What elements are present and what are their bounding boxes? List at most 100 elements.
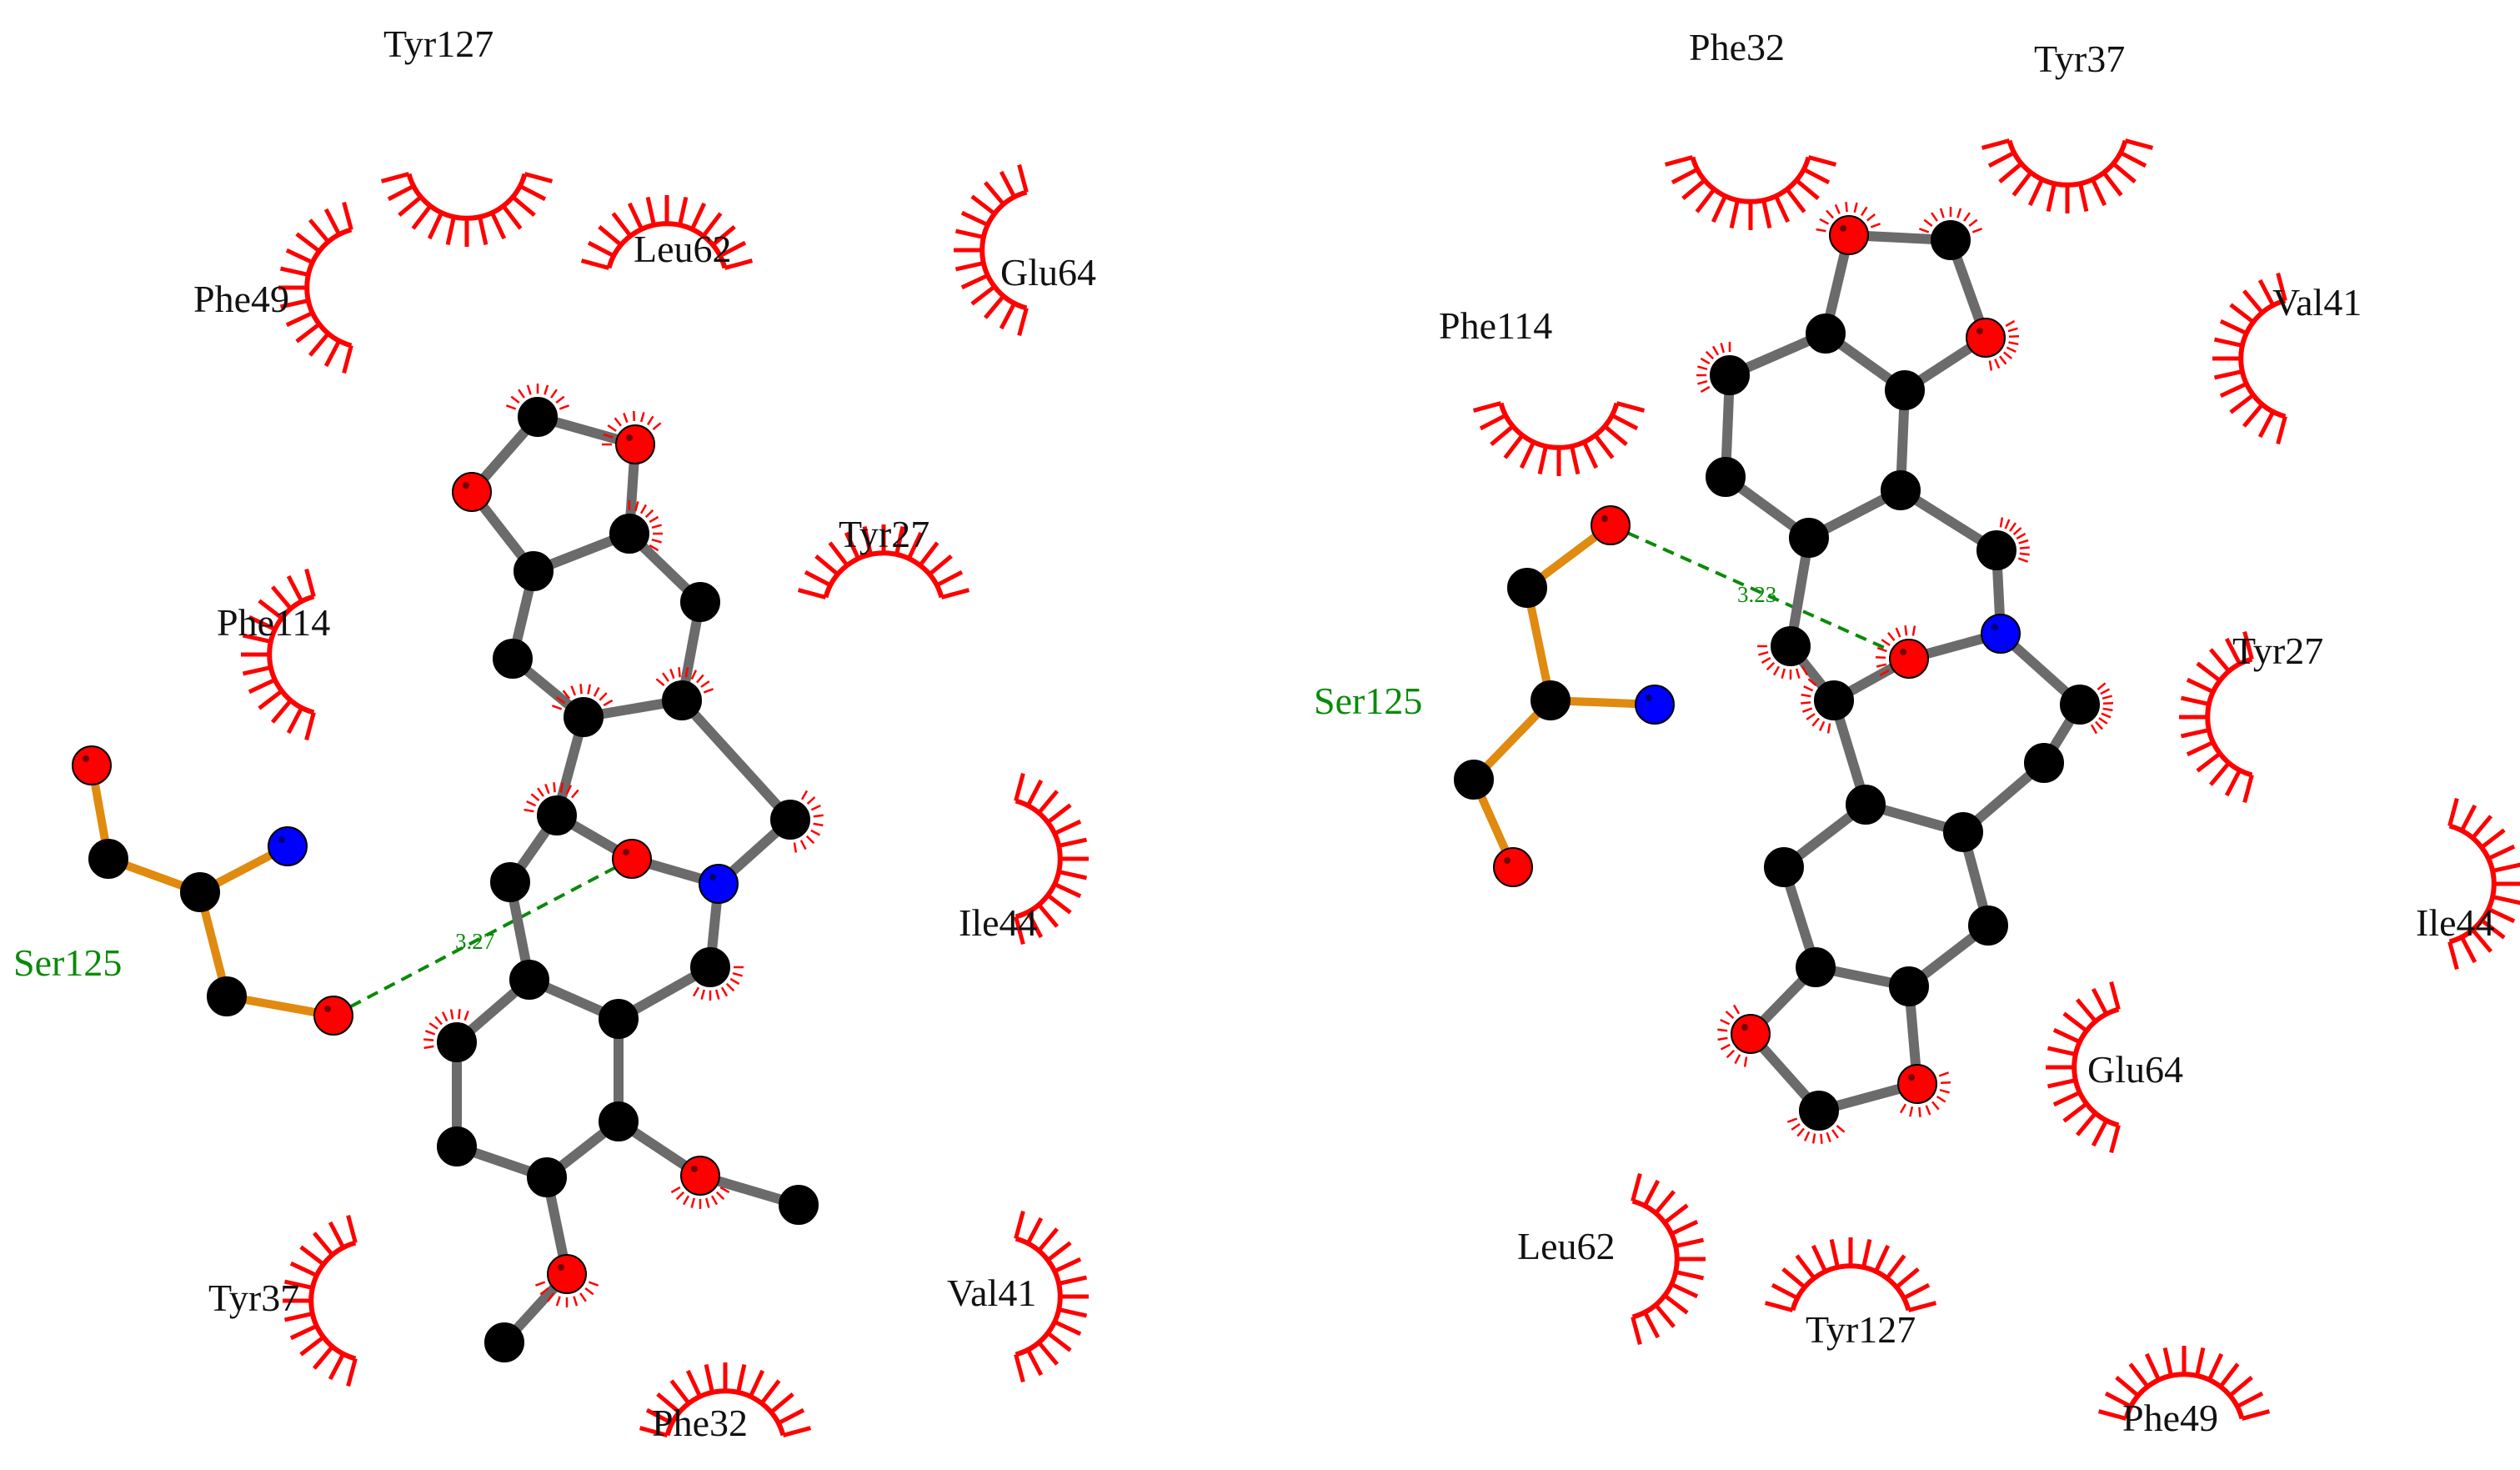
arc-spoke — [983, 181, 1005, 206]
arc-spoke — [1570, 445, 1581, 475]
atom-highlight — [448, 1032, 454, 1039]
spike — [2094, 720, 2103, 730]
arc-spoke — [323, 339, 342, 368]
spike — [623, 412, 629, 424]
bond — [677, 695, 795, 825]
carbon-atom — [662, 680, 702, 720]
hydrophobic-contact-arc — [241, 568, 316, 741]
spike — [710, 1195, 719, 1206]
spike — [1796, 1127, 1805, 1137]
spike — [813, 814, 824, 818]
atom-highlight — [1896, 380, 1902, 387]
arc-spoke — [1671, 1282, 1699, 1299]
spike — [1781, 668, 1786, 679]
hydrophobic-contact-arc — [2046, 981, 2121, 1154]
residue-label-tyr127: Tyr127 — [383, 23, 493, 65]
arc-spoke — [2119, 150, 2147, 168]
arc-spoke — [1981, 138, 2011, 150]
atom-highlight — [83, 755, 89, 762]
spike — [526, 800, 537, 807]
arc-spoke — [346, 1357, 358, 1387]
arc-spoke — [2047, 1078, 2077, 1089]
arc-spoke — [2492, 895, 2520, 906]
spike — [2007, 327, 2018, 333]
arc-spoke — [2091, 178, 2107, 207]
spike — [805, 835, 815, 845]
arc-spoke — [2459, 936, 2477, 964]
arc-spoke — [1037, 903, 1060, 928]
spike — [649, 515, 659, 524]
arc-spoke — [587, 240, 615, 258]
arc-spoke — [769, 1392, 794, 1414]
spike — [1743, 1056, 1748, 1067]
arc-spoke — [1663, 1293, 1689, 1315]
carbon-atom — [1764, 847, 1804, 887]
carbon-atom — [770, 800, 810, 840]
spike — [1968, 218, 1978, 227]
arc-spoke — [1519, 441, 1536, 469]
atom-highlight — [609, 1009, 616, 1016]
atom-contact-spikes — [534, 1281, 599, 1307]
arc-spoke — [490, 212, 507, 240]
spike — [800, 790, 809, 800]
spike — [1909, 1106, 1914, 1117]
arc-spoke — [1054, 882, 1082, 899]
spike — [1831, 1129, 1839, 1139]
arc-spoke — [1695, 188, 1716, 213]
atom-highlight — [620, 524, 627, 530]
arc-spoke — [1503, 434, 1525, 459]
spike — [1816, 228, 1826, 233]
spike — [1705, 350, 1715, 360]
arc-spoke — [1664, 155, 1694, 167]
atom-highlight — [558, 1264, 564, 1271]
arc-spoke — [2459, 804, 2477, 832]
spike — [2101, 712, 2112, 719]
atom-highlight — [1504, 857, 1510, 864]
arc-spoke — [2229, 303, 2255, 324]
arc-spoke — [1998, 162, 2023, 184]
residue-label-tyr27: Tyr27 — [2232, 630, 2323, 672]
arc-spoke — [844, 531, 860, 559]
arc-spoke — [2208, 648, 2231, 673]
arc-spoke — [611, 212, 633, 238]
spike — [1818, 720, 1826, 731]
spike — [1963, 212, 1971, 222]
atom-highlight — [709, 874, 716, 880]
carbon-atom — [493, 639, 533, 679]
arc-spoke — [2242, 403, 2264, 428]
carbon-atom — [518, 397, 558, 437]
arc-spoke — [270, 699, 293, 724]
arc-spoke — [2097, 1409, 2127, 1421]
spike — [1826, 723, 1831, 734]
carbon-atom — [1531, 680, 1571, 720]
hydrophobic-contact-arc — [278, 201, 353, 374]
arc-spoke — [2213, 337, 2243, 348]
arc-spoke — [312, 1232, 334, 1257]
spike — [1826, 1131, 1831, 1143]
arc-spoke — [970, 194, 996, 216]
arc-spoke — [2195, 1347, 2206, 1377]
spike — [649, 544, 659, 552]
atom-highlight — [1991, 624, 1998, 630]
arc-spoke — [1671, 167, 1699, 185]
spike — [2100, 688, 2111, 695]
oxygen-atom — [615, 424, 655, 464]
arc-spoke — [940, 588, 970, 600]
spike — [813, 822, 824, 827]
spike — [1866, 213, 1876, 222]
arc-spoke — [690, 202, 707, 230]
arc-spoke — [669, 1379, 691, 1405]
residue-label-val41: Val41 — [2272, 281, 2362, 324]
arc-spoke — [1017, 163, 1029, 193]
arc-spoke — [2492, 862, 2520, 873]
atom-highlight — [1601, 515, 1608, 522]
arc-spoke — [685, 1369, 702, 1397]
arc-spoke — [1675, 1270, 1705, 1281]
arc-spoke — [242, 665, 272, 676]
atom-highlight — [673, 690, 679, 697]
arc-spoke — [285, 248, 313, 264]
spike — [1720, 1018, 1731, 1026]
spike — [573, 1296, 579, 1307]
atom-contact-spikes — [524, 782, 579, 813]
spike — [1700, 357, 1711, 365]
